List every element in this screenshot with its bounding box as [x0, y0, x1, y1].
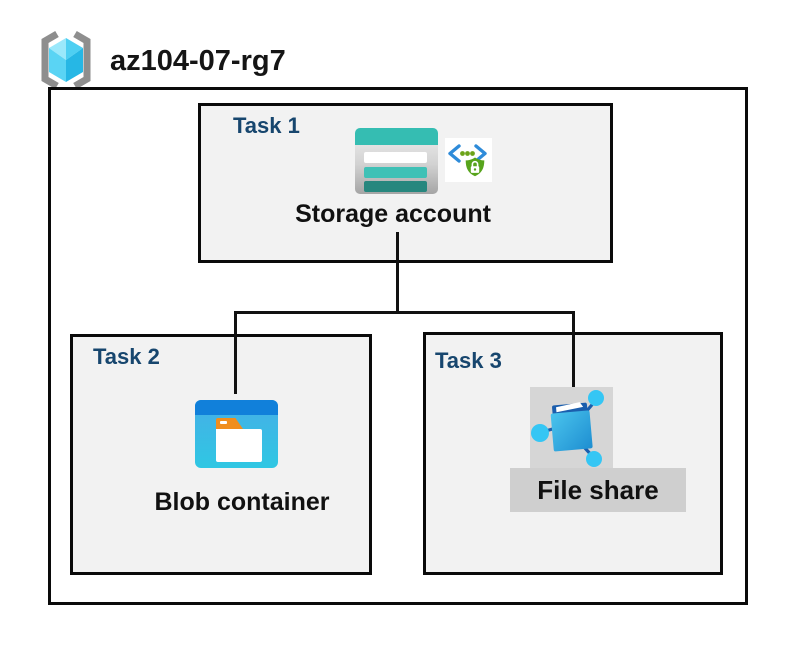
blob-icon-folder-body: [216, 429, 262, 462]
file-share-caption: File share: [537, 475, 659, 505]
connector-to-blob: [234, 311, 237, 394]
blob-icon-folder-tab: [216, 418, 243, 429]
storage-icon-stripe-white: [364, 152, 427, 163]
file-share-icon: [531, 390, 604, 467]
task1-label: Task 1: [233, 113, 300, 138]
storage-icon-topband: [355, 128, 438, 145]
connector-to-fileshare: [572, 311, 575, 390]
blob-container-icon: [195, 400, 278, 468]
storage-icon-stripe-dark: [364, 181, 427, 192]
connector-horizontal: [234, 311, 575, 314]
task2-label: Task 2: [93, 344, 160, 369]
file-share-label-bar: File share: [510, 468, 686, 512]
blob-container-caption: Blob container: [154, 488, 330, 516]
connector-storage-stem: [396, 232, 399, 314]
resource-group-icon: [41, 30, 91, 90]
storage-account-caption: Storage account: [295, 200, 491, 228]
resource-group-name: az104-07-rg7: [110, 45, 286, 77]
storage-icon-stripe-teal: [364, 167, 427, 178]
code-shield-lock-icon: [445, 138, 492, 182]
blob-icon-tab-dash: [220, 421, 227, 424]
task3-label: Task 3: [435, 348, 502, 373]
storage-account-icon: [355, 128, 438, 194]
blob-icon-topbar: [195, 400, 278, 415]
